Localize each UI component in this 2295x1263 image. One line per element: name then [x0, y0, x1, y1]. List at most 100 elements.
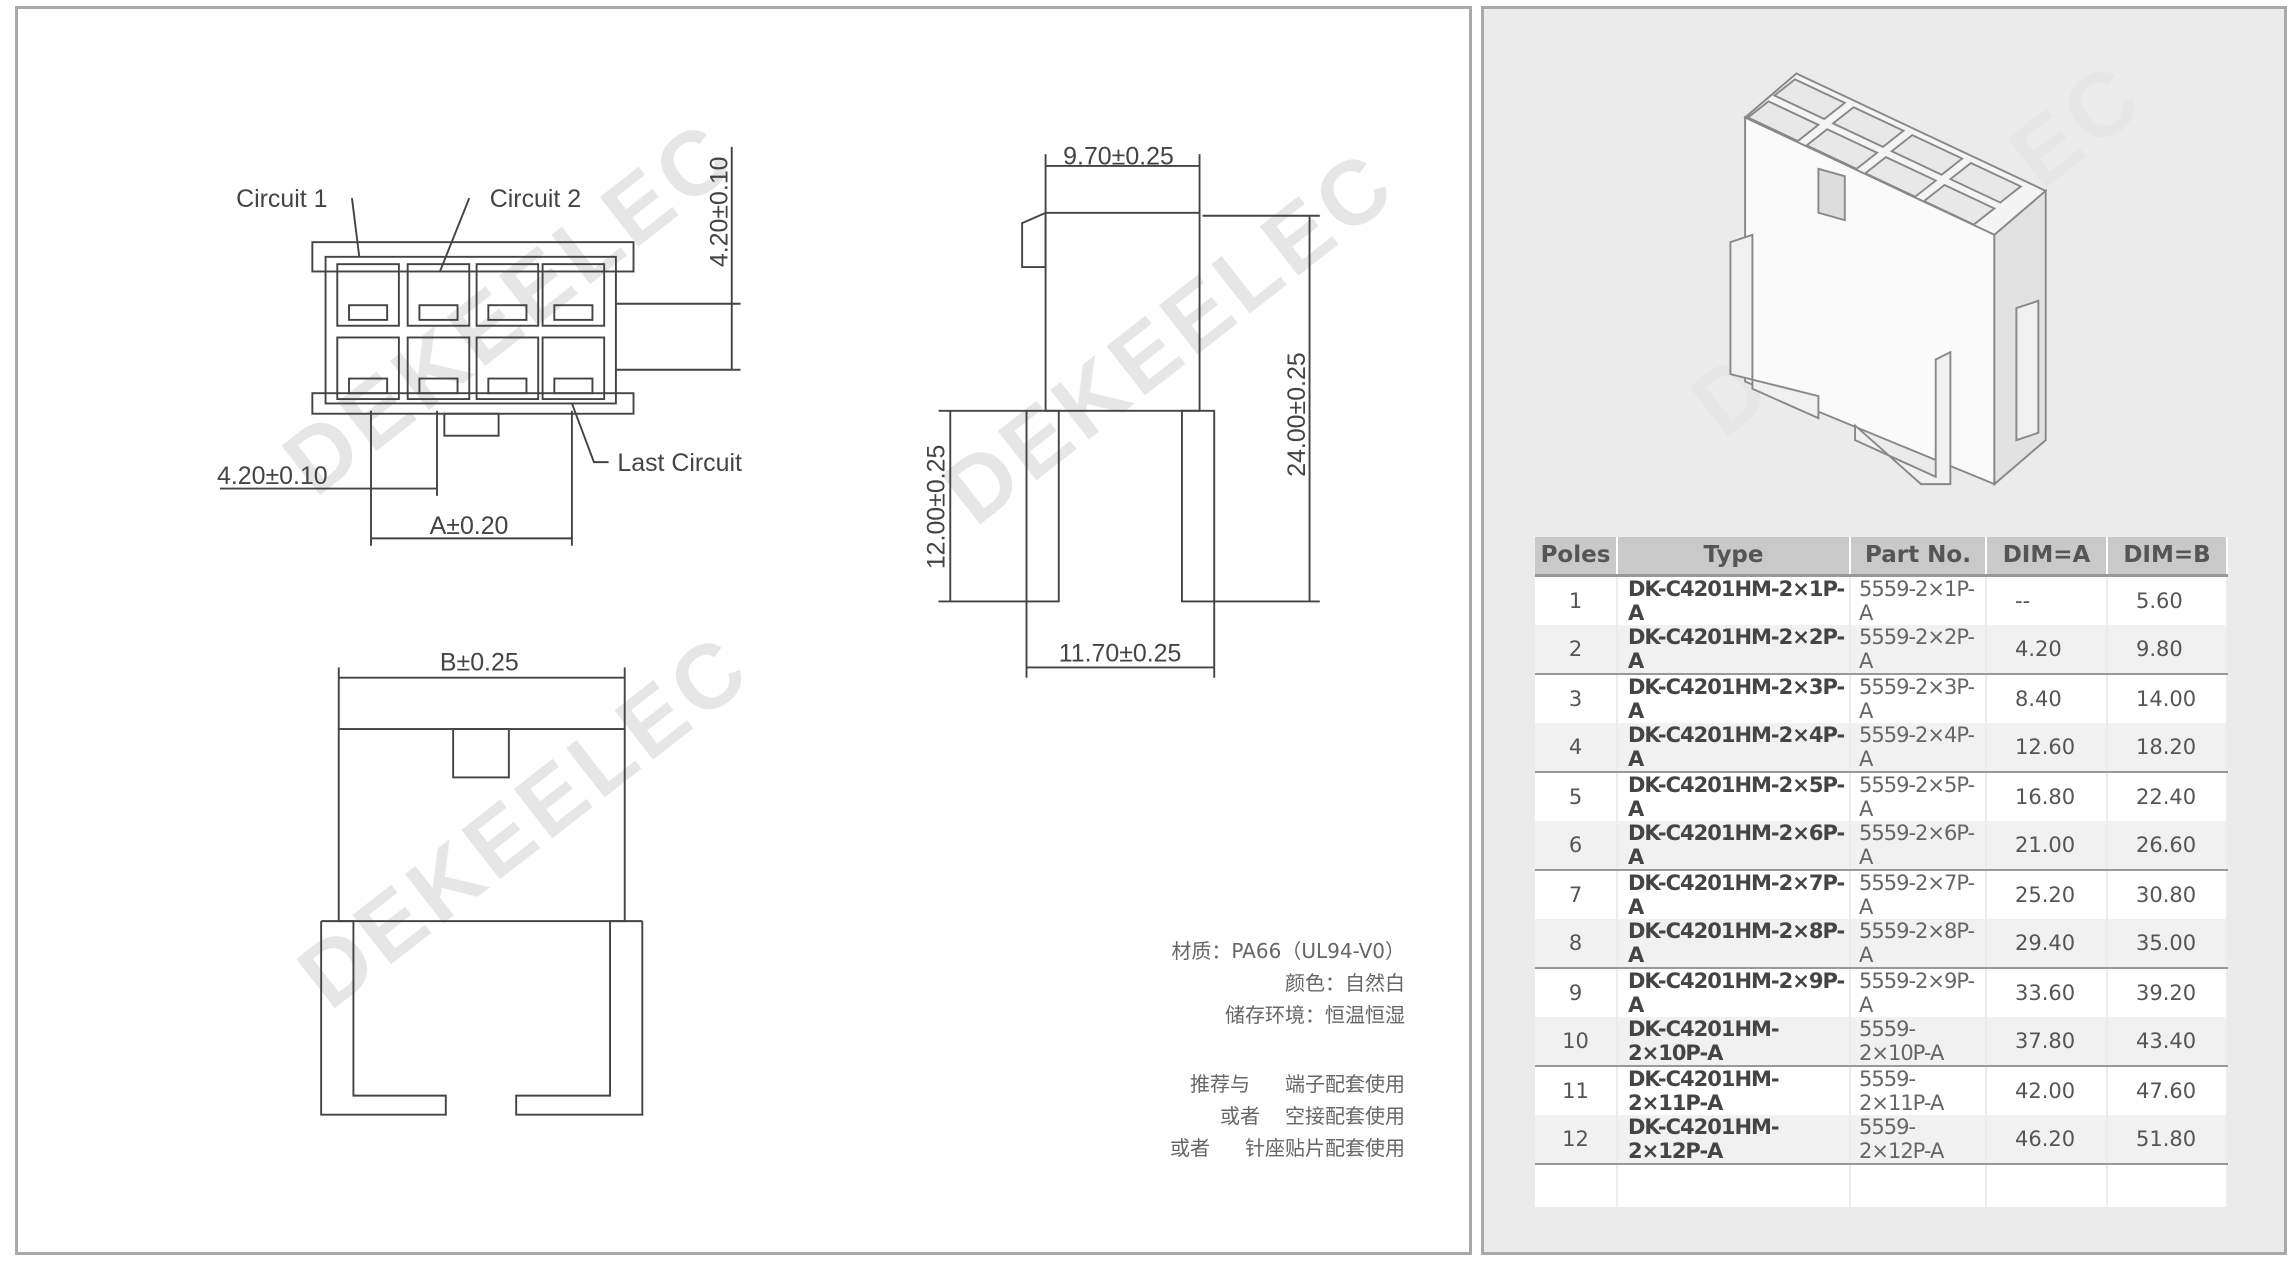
- terminal-slot: [487, 304, 528, 321]
- cell-type: DK-C4201HM-2×5P-A: [1617, 771, 1851, 821]
- recommend-label-3: 或者: [1170, 1136, 1210, 1160]
- cell-part-no: 5559-2×9P-A: [1850, 967, 1987, 1017]
- cell-type: DK-C4201HM-2×3P-A: [1617, 673, 1851, 723]
- recommend-label-2: 或者: [1220, 1104, 1260, 1128]
- cell-type: DK-C4201HM-2×8P-A: [1617, 918, 1851, 969]
- cell-type: DK-C4201HM-2×4P-A: [1617, 722, 1851, 773]
- cell-dim-b: 47.60: [2107, 1065, 2228, 1115]
- empty-cell: [1617, 1163, 1851, 1207]
- cell-type: DK-C4201HM-2×11P-A: [1617, 1065, 1851, 1115]
- dim-a: A±0.20: [430, 512, 509, 540]
- cell-part-no: 5559-2×3P-A: [1850, 673, 1987, 723]
- cell-part-no: 5559-2×12P-A: [1850, 1114, 1987, 1165]
- empty-cell: [1535, 1163, 1618, 1207]
- cell-dim-b: 26.60: [2107, 820, 2228, 871]
- cell-dim-a: 8.40: [1986, 673, 2108, 723]
- cell-dim-b: 18.20: [2107, 722, 2228, 773]
- header-dim-a: DIM=A: [1986, 537, 2108, 577]
- terminal-slot: [487, 377, 528, 395]
- cell-poles: 4: [1535, 722, 1618, 773]
- cell-poles: 2: [1535, 624, 1618, 675]
- empty-cell: [2107, 1163, 2228, 1207]
- cavity: [406, 263, 471, 327]
- recommend-note-1: 端子配套使用: [1285, 1072, 1405, 1096]
- cell-part-no: 5559-2×4P-A: [1850, 722, 1987, 773]
- cavity-3d: [1922, 183, 1997, 226]
- cell-part-no: 5559-2×2P-A: [1850, 624, 1987, 675]
- cell-part-no: 5559-2×10P-A: [1850, 1016, 1987, 1067]
- cell-dim-a: 29.40: [1986, 918, 2108, 969]
- cell-dim-a: 37.80: [1986, 1016, 2108, 1067]
- cell-type: DK-C4201HM-2×6P-A: [1617, 820, 1851, 871]
- connector-3d-render: [1729, 72, 2048, 487]
- cell-dim-b: 35.00: [2107, 918, 2228, 969]
- terminal-slot: [348, 304, 389, 321]
- cell-part-no: 5559-2×11P-A: [1850, 1065, 1987, 1115]
- cell-part-no: 5559-2×1P-A: [1850, 575, 1987, 625]
- cell-poles: 1: [1535, 575, 1618, 625]
- material-note: 材质：PA66（UL94-V0）: [1171, 939, 1405, 963]
- color-note: 颜色：自然白: [1285, 971, 1405, 995]
- cell-type: DK-C4201HM-2×1P-A: [1617, 575, 1851, 625]
- cell-type: DK-C4201HM-2×10P-A: [1617, 1016, 1851, 1067]
- recommend-note-3: 针座贴片配套使用: [1245, 1136, 1405, 1160]
- side-height-dim: 24.00±0.25: [1283, 352, 1311, 476]
- cell-dim-b: 51.80: [2107, 1114, 2228, 1165]
- bottom-view: [320, 667, 644, 1116]
- empty-row: [1535, 1163, 2228, 1207]
- cell-dim-b: 39.20: [2107, 967, 2228, 1017]
- pitch-horizontal-dim: 4.20±0.10: [217, 462, 328, 490]
- cell-poles: 7: [1535, 869, 1618, 919]
- watermark: DEKEELEC: [925, 131, 1414, 544]
- empty-cell: [1850, 1163, 1987, 1207]
- cell-poles: 5: [1535, 771, 1618, 821]
- cell-type: DK-C4201HM-2×2P-A: [1617, 624, 1851, 675]
- circuit2-label: Circuit 2: [490, 185, 581, 213]
- cell-poles: 11: [1535, 1065, 1618, 1115]
- cavity: [475, 336, 540, 401]
- cavity: [406, 336, 471, 401]
- cell-poles: 9: [1535, 967, 1618, 1017]
- cavity: [336, 336, 400, 401]
- cavity: [475, 263, 540, 327]
- side-width-bottom-dim: 11.70±0.25: [1059, 640, 1182, 668]
- material-notes: 材质：PA66（UL94-V0） 颜色：自然白 储存环境：恒温恒湿 端子配套使用…: [1150, 935, 1405, 1175]
- cell-poles: 3: [1535, 673, 1618, 723]
- cell-dim-b: 9.80: [2107, 624, 2228, 675]
- cell-dim-a: 42.00: [1986, 1065, 2108, 1115]
- cavity-3d: [1889, 133, 1964, 176]
- storage-note: 储存环境：恒温恒湿: [1225, 1003, 1405, 1027]
- cavity: [541, 336, 606, 401]
- cell-part-no: 5559-2×5P-A: [1850, 771, 1987, 821]
- header-part-no: Part No.: [1850, 537, 1987, 577]
- terminal-slot: [553, 304, 594, 321]
- cavity-3d: [1746, 100, 1821, 143]
- cell-dim-a: 21.00: [1986, 820, 2108, 871]
- cavity: [541, 263, 606, 327]
- cavity-3d: [1863, 155, 1938, 198]
- leg-height-dim: 12.00±0.25: [922, 445, 950, 569]
- cell-poles: 8: [1535, 918, 1618, 969]
- cell-dim-b: 5.60: [2107, 575, 2228, 625]
- pitch-vertical-dim: 4.20±0.10: [705, 156, 733, 267]
- cell-dim-a: 25.20: [1986, 869, 2108, 919]
- cell-dim-a: 12.60: [1986, 722, 2108, 773]
- header-dim-b: DIM=B: [2107, 537, 2228, 577]
- cell-dim-b: 14.00: [2107, 673, 2228, 723]
- cell-dim-b: 43.40: [2107, 1016, 2228, 1067]
- cell-dim-a: 4.20: [1986, 624, 2108, 675]
- cell-type: DK-C4201HM-2×9P-A: [1617, 967, 1851, 1017]
- terminal-slot: [348, 377, 389, 395]
